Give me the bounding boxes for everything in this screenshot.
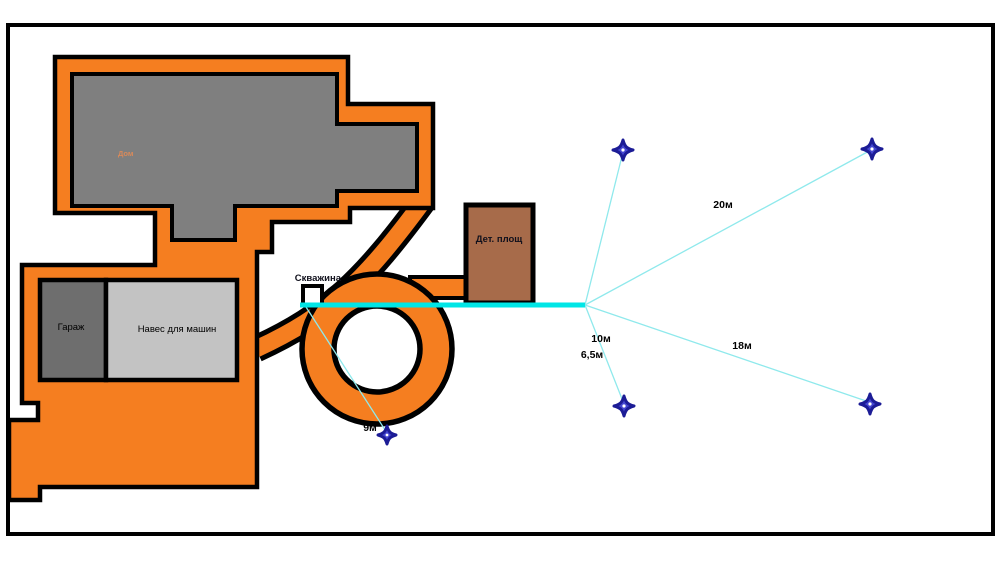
measure-line-9m xyxy=(305,306,388,434)
measurement-lines xyxy=(305,149,872,434)
star-center-dot xyxy=(622,404,626,408)
star-marker-well xyxy=(376,424,398,446)
garage-label: Гараж xyxy=(58,322,85,333)
measure-line-10m xyxy=(584,151,624,306)
star-marker-bottom-left xyxy=(612,394,636,418)
carport-box xyxy=(103,277,240,383)
measure-line-6-5m xyxy=(584,304,625,405)
measurement-labels: 9м 20м 10м 6,5м 18м xyxy=(363,199,752,434)
well-box xyxy=(301,284,324,307)
star-marker-top-left xyxy=(611,138,635,162)
house-label: Дом xyxy=(118,149,134,158)
star-markers xyxy=(376,137,884,446)
star-center-dot xyxy=(621,148,625,152)
carport-label: Навес для машин xyxy=(138,324,217,335)
measure-label-9m: 9м xyxy=(363,422,377,434)
measure-line-20m xyxy=(584,149,872,306)
measure-label-6-5m: 6,5м xyxy=(581,349,604,361)
measure-line-18m xyxy=(584,304,870,403)
measure-label-10m: 10м xyxy=(591,333,611,345)
star-marker-bottom-right xyxy=(858,392,882,416)
house-roof xyxy=(70,72,419,242)
star-center-dot xyxy=(385,433,389,437)
measure-label-18m: 18м xyxy=(732,340,752,352)
ring-road-inner xyxy=(331,303,423,395)
star-center-dot xyxy=(868,402,872,406)
star-center-dot xyxy=(870,147,874,151)
playground-box xyxy=(463,202,536,306)
playground-label: Дет. площ xyxy=(476,234,523,245)
well-label: Скважина xyxy=(295,273,342,284)
measure-label-20m: 20м xyxy=(713,199,733,211)
star-marker-top-right xyxy=(860,137,884,161)
